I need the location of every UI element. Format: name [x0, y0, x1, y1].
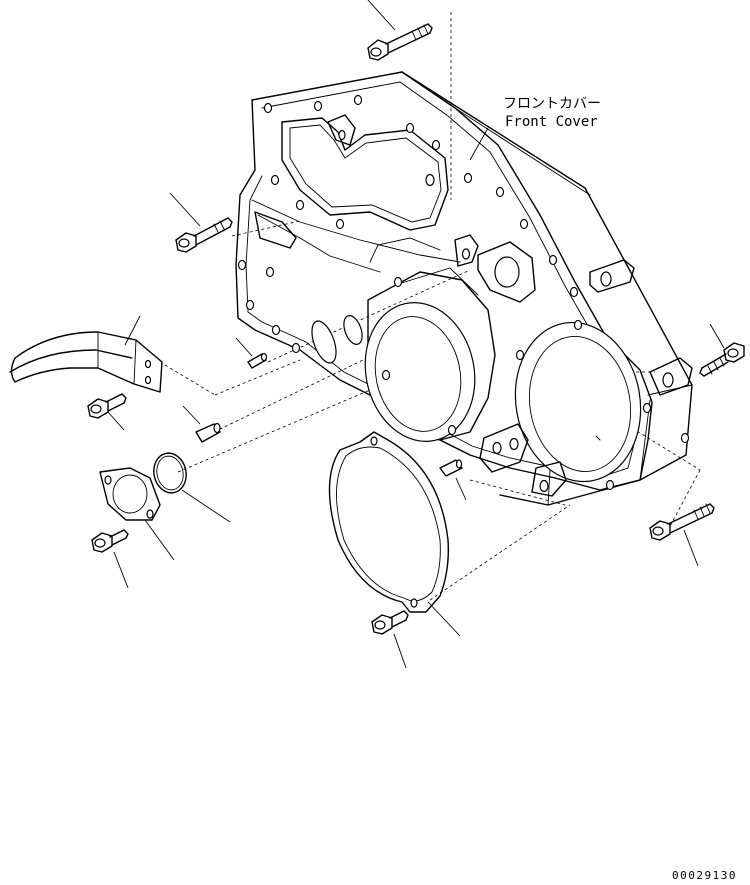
upper-left-bolt — [169, 192, 233, 253]
front-cover-leader — [469, 127, 489, 161]
cover-gasket — [328, 431, 461, 637]
dowel-pin-right — [439, 459, 467, 501]
bracket-bolt — [87, 393, 127, 431]
upper-window-opening — [281, 117, 449, 231]
cover-bracket-shield — [9, 315, 163, 393]
front-cover-outline — [235, 71, 653, 491]
dowel-pin-lower — [182, 405, 221, 443]
front-cover-casting — [235, 71, 693, 506]
front-cover-label-japanese: フロントカバー — [503, 96, 601, 112]
right-long-bolt — [649, 503, 715, 567]
front-cover-label-english: Front Cover — [505, 114, 598, 130]
plate-bolt — [91, 529, 129, 589]
o-ring-seal — [153, 452, 231, 523]
gasket-bolt — [371, 610, 409, 669]
flange-cover-plate — [99, 467, 175, 561]
drawing-number: 00029130 — [672, 869, 737, 882]
dowel-pin-upper — [235, 337, 268, 369]
right-stud-bolt — [699, 323, 745, 377]
crankshaft-bore — [364, 267, 496, 442]
right-gear-opening — [514, 321, 642, 483]
flange-bolt-holes — [237, 94, 690, 491]
top-mounting-bolt — [367, 0, 433, 61]
